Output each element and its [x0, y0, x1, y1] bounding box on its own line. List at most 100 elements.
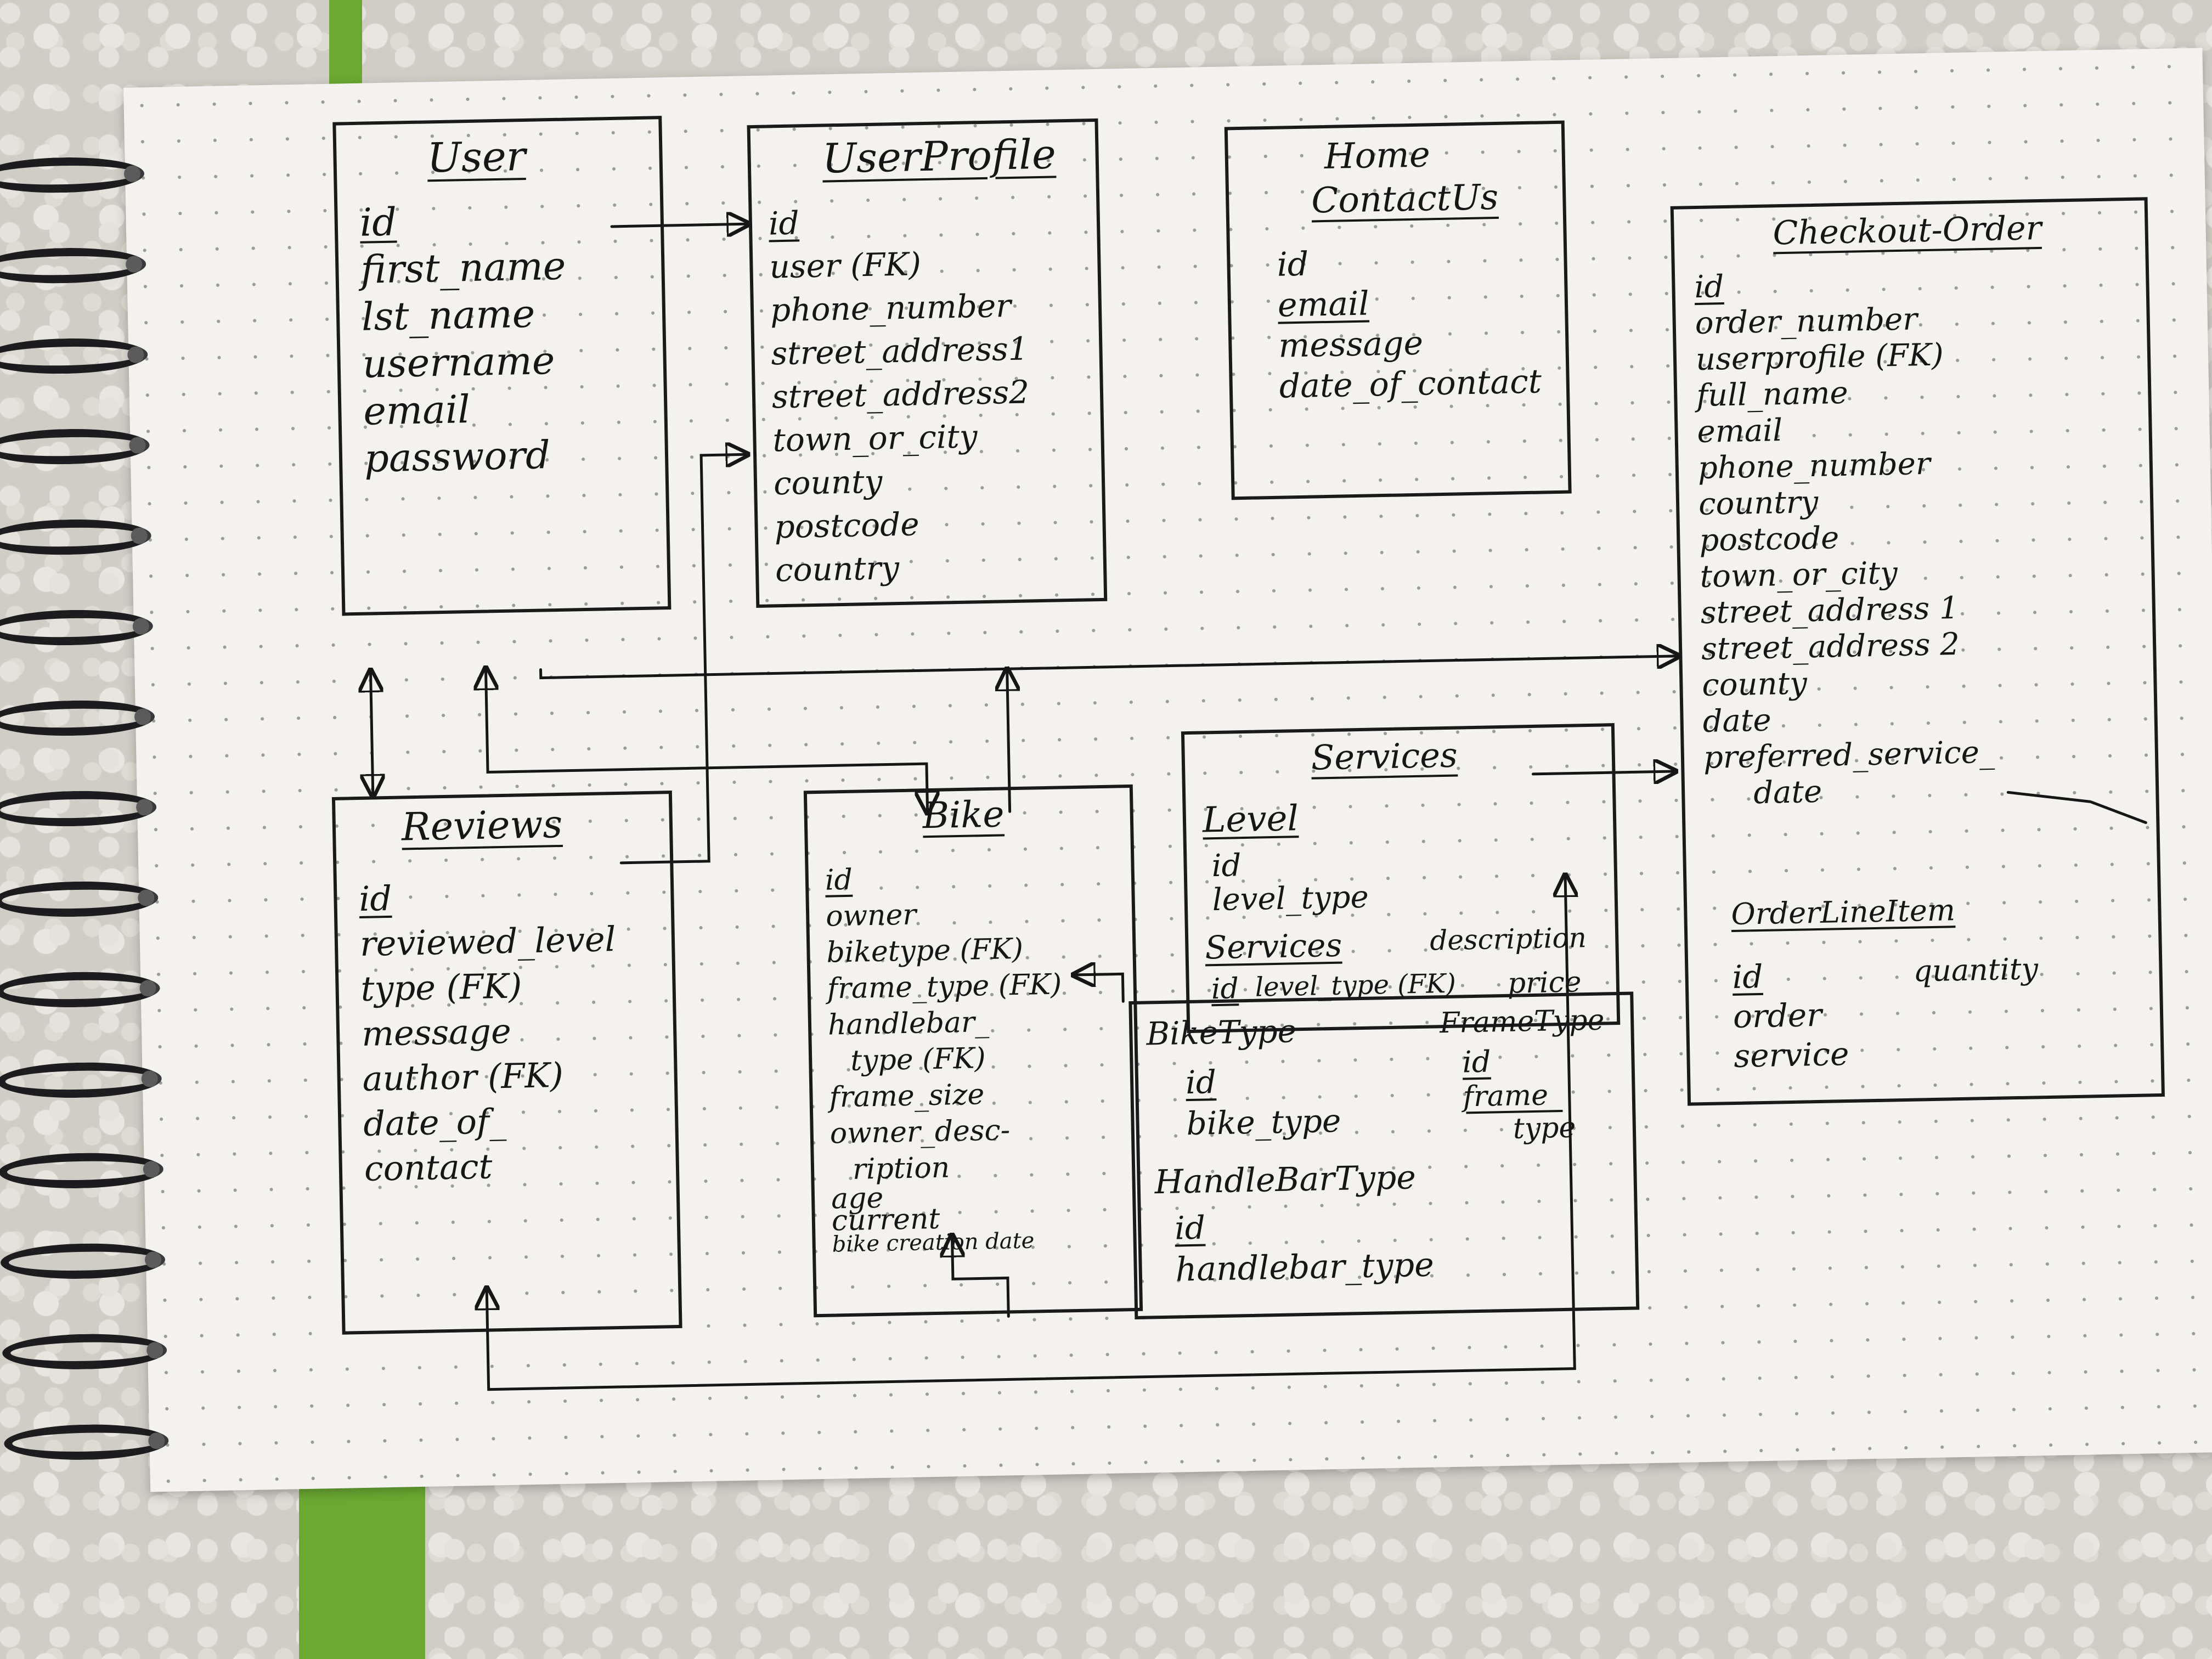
frametype-field-name-1: frame_ — [1463, 1078, 1563, 1114]
orderlineitem-title: OrderLineItem — [1730, 893, 1956, 932]
level-fields: id level_type — [1211, 847, 1369, 918]
notebook-page: User id first_name lst_name username ema… — [0, 48, 2212, 1492]
field: country — [1698, 484, 1819, 523]
field: service — [1733, 1035, 1849, 1075]
handlebartype-field-name: handlebar_type — [1175, 1245, 1435, 1289]
field: postcode — [774, 505, 920, 546]
bike-fields: id owner biketype (FK) frame_type (FK) h… — [825, 858, 1066, 1257]
services-reviews-loop-line — [479, 875, 1575, 1391]
field: order_number — [1695, 301, 1918, 342]
field: lst_name — [361, 291, 535, 340]
bike-title: Bike — [922, 793, 1005, 837]
user-entity: User id first_name lst_name username ema… — [332, 116, 672, 616]
field: frame_type (FK) — [827, 968, 1062, 1006]
field: first_name — [360, 243, 566, 292]
checkout-order-title: Checkout-Order — [1772, 208, 2042, 253]
field: userprofile (FK) — [1695, 337, 1944, 378]
field: id — [358, 878, 392, 919]
services-title: Services — [1311, 735, 1458, 778]
home-contact-title-line1: Home — [1324, 134, 1431, 177]
field: user (FK) — [769, 245, 922, 286]
reviews-title: Reviews — [401, 801, 563, 850]
field: town_or_city — [1700, 555, 1898, 595]
field: password — [364, 432, 551, 481]
orderlineitem-quantity: quantity — [1912, 951, 2039, 989]
field: frame_size — [828, 1078, 985, 1114]
field: email — [1277, 284, 1370, 325]
field: email — [363, 386, 471, 434]
field: id — [1732, 957, 1763, 996]
field: county — [773, 462, 883, 503]
services-entity: Services Level id level_type Services de… — [1181, 723, 1621, 1034]
orderlineitem-fields: id order service — [1732, 955, 1849, 1076]
field: order — [1733, 996, 1822, 1035]
user-to-checkout-line — [539, 648, 1679, 680]
biketype-title: BikeType — [1146, 1012, 1297, 1053]
green-tab-bottom — [299, 1481, 425, 1659]
checkout-outgoing-line — [2006, 791, 2147, 824]
frametype-title: FrameType — [1439, 1003, 1605, 1040]
relationship-lines — [123, 48, 2147, 1391]
lookups-entity: BikeType id bike_type FrameType id frame… — [1128, 991, 1640, 1320]
field: message — [1278, 324, 1424, 365]
biketype-field-name: bike_type — [1186, 1102, 1341, 1143]
userprofile-fields: id user (FK) phone_number street_address… — [768, 197, 1033, 592]
handlebartype-field-id: id — [1174, 1209, 1206, 1247]
frametype-field-id: id — [1462, 1044, 1491, 1080]
field: street_address1 — [770, 330, 1029, 373]
user-fields: id first_name lst_name username email pa… — [359, 195, 570, 482]
field: reviewed_level — [359, 919, 617, 964]
home-contact-entity: Home ContactUs id email message date_of_… — [1224, 120, 1572, 500]
field: full_name — [1696, 375, 1849, 414]
field: type (FK) — [850, 1042, 986, 1077]
handlebartype-title: HandleBarType — [1154, 1158, 1417, 1202]
field: id — [1694, 269, 1724, 306]
field: preferred_service_ — [1703, 734, 1995, 776]
user-reviews-line — [370, 670, 373, 797]
field: street_address 1 — [1700, 590, 1960, 631]
field: phone_number — [1697, 445, 1931, 487]
field: date_of_ — [363, 1101, 507, 1144]
field: email — [1696, 413, 1783, 450]
frametype-field-name-2: type — [1513, 1111, 1576, 1146]
field: contact — [364, 1146, 493, 1189]
userprofile-entity: UserProfile id user (FK) phone_number st… — [747, 118, 1108, 608]
biketype-field-id: id — [1185, 1063, 1217, 1102]
field: id — [1276, 245, 1309, 284]
field: phone_number — [770, 287, 1012, 329]
home-contact-fields: id email message date_of_contact — [1277, 240, 1542, 407]
field: handlebar_ — [827, 1006, 990, 1042]
green-tab-top — [329, 0, 362, 96]
home-contact-title-line2: ContactUs — [1311, 177, 1499, 222]
field: bike creation date — [832, 1228, 1035, 1257]
field: date — [1753, 774, 1822, 811]
field: id — [1211, 848, 1242, 884]
field: owner — [825, 898, 917, 933]
bike-entity: Bike id owner biketype (FK) frame_type (… — [803, 784, 1143, 1318]
field: country — [775, 549, 900, 589]
field: type (FK) — [360, 966, 523, 1009]
field: date_of_contact — [1279, 362, 1542, 406]
field: town_or_city — [772, 417, 978, 459]
field: owner_desc- — [830, 1114, 1011, 1150]
services-sub-title: Services — [1204, 926, 1342, 967]
field: message — [361, 1011, 512, 1054]
user-to-userprofile-line — [610, 224, 749, 227]
bike-to-userprofile-line — [1007, 669, 1010, 813]
field: street_address2 — [771, 373, 1030, 416]
field: author (FK) — [362, 1054, 564, 1099]
field: street_address 2 — [1701, 626, 1960, 667]
reviews-fields: id reviewed_level type (FK) message auth… — [359, 872, 620, 1192]
checkout-order-entity: Checkout-Order id order_number userprofi… — [1670, 197, 2165, 1106]
field: username — [362, 338, 555, 387]
field: biketype (FK) — [826, 932, 1024, 969]
field: postcode — [1699, 520, 1839, 559]
field: id — [768, 204, 800, 242]
field: county — [1701, 665, 1808, 703]
services-to-checkout-line — [1531, 771, 1675, 774]
checkout-order-fields: id order_number userprofile (FK) full_na… — [1694, 264, 1996, 812]
reviews-to-userprofile-line — [619, 454, 755, 865]
reviews-entity: Reviews id reviewed_level type (FK) mess… — [331, 791, 682, 1335]
user-title: User — [426, 132, 526, 182]
userprofile-title: UserProfile — [821, 131, 1057, 183]
